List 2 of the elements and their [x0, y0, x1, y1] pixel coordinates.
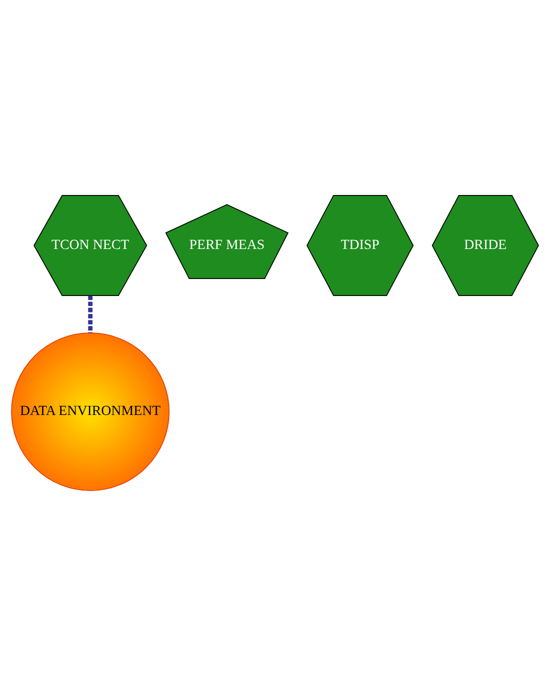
connector — [88, 296, 92, 333]
node-circle: DATA ENVIRONMENT — [11, 332, 170, 491]
